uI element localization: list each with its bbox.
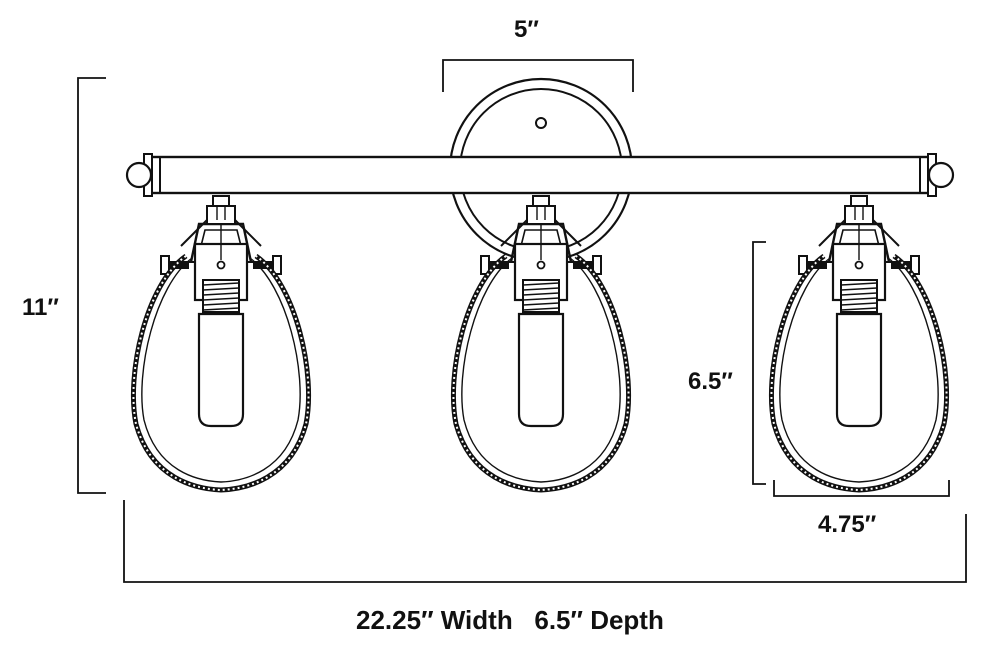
mounting-hole <box>535 117 547 129</box>
dim-line-width <box>123 500 967 583</box>
shade-width-label: 4.75″ <box>818 511 877 538</box>
overall-height-label: 11″ <box>22 294 59 321</box>
fixture-bar <box>148 155 932 195</box>
overall-width-depth-caption: 22.25″ Width 6.5″ Depth <box>356 605 664 635</box>
bar-finial-right <box>927 161 955 189</box>
dim-line-shade-height <box>752 241 766 485</box>
dim-line-height <box>77 77 106 494</box>
dim-line-shade-width <box>773 480 950 497</box>
lamp-left <box>133 196 308 490</box>
lamp-right <box>771 196 946 490</box>
backplate-width-label: 5″ <box>514 16 539 43</box>
bar-finial-left <box>125 161 153 189</box>
dim-line-backplate <box>442 59 634 92</box>
shade-height-label: 6.5″ <box>688 368 733 395</box>
lamp-center <box>453 196 628 490</box>
